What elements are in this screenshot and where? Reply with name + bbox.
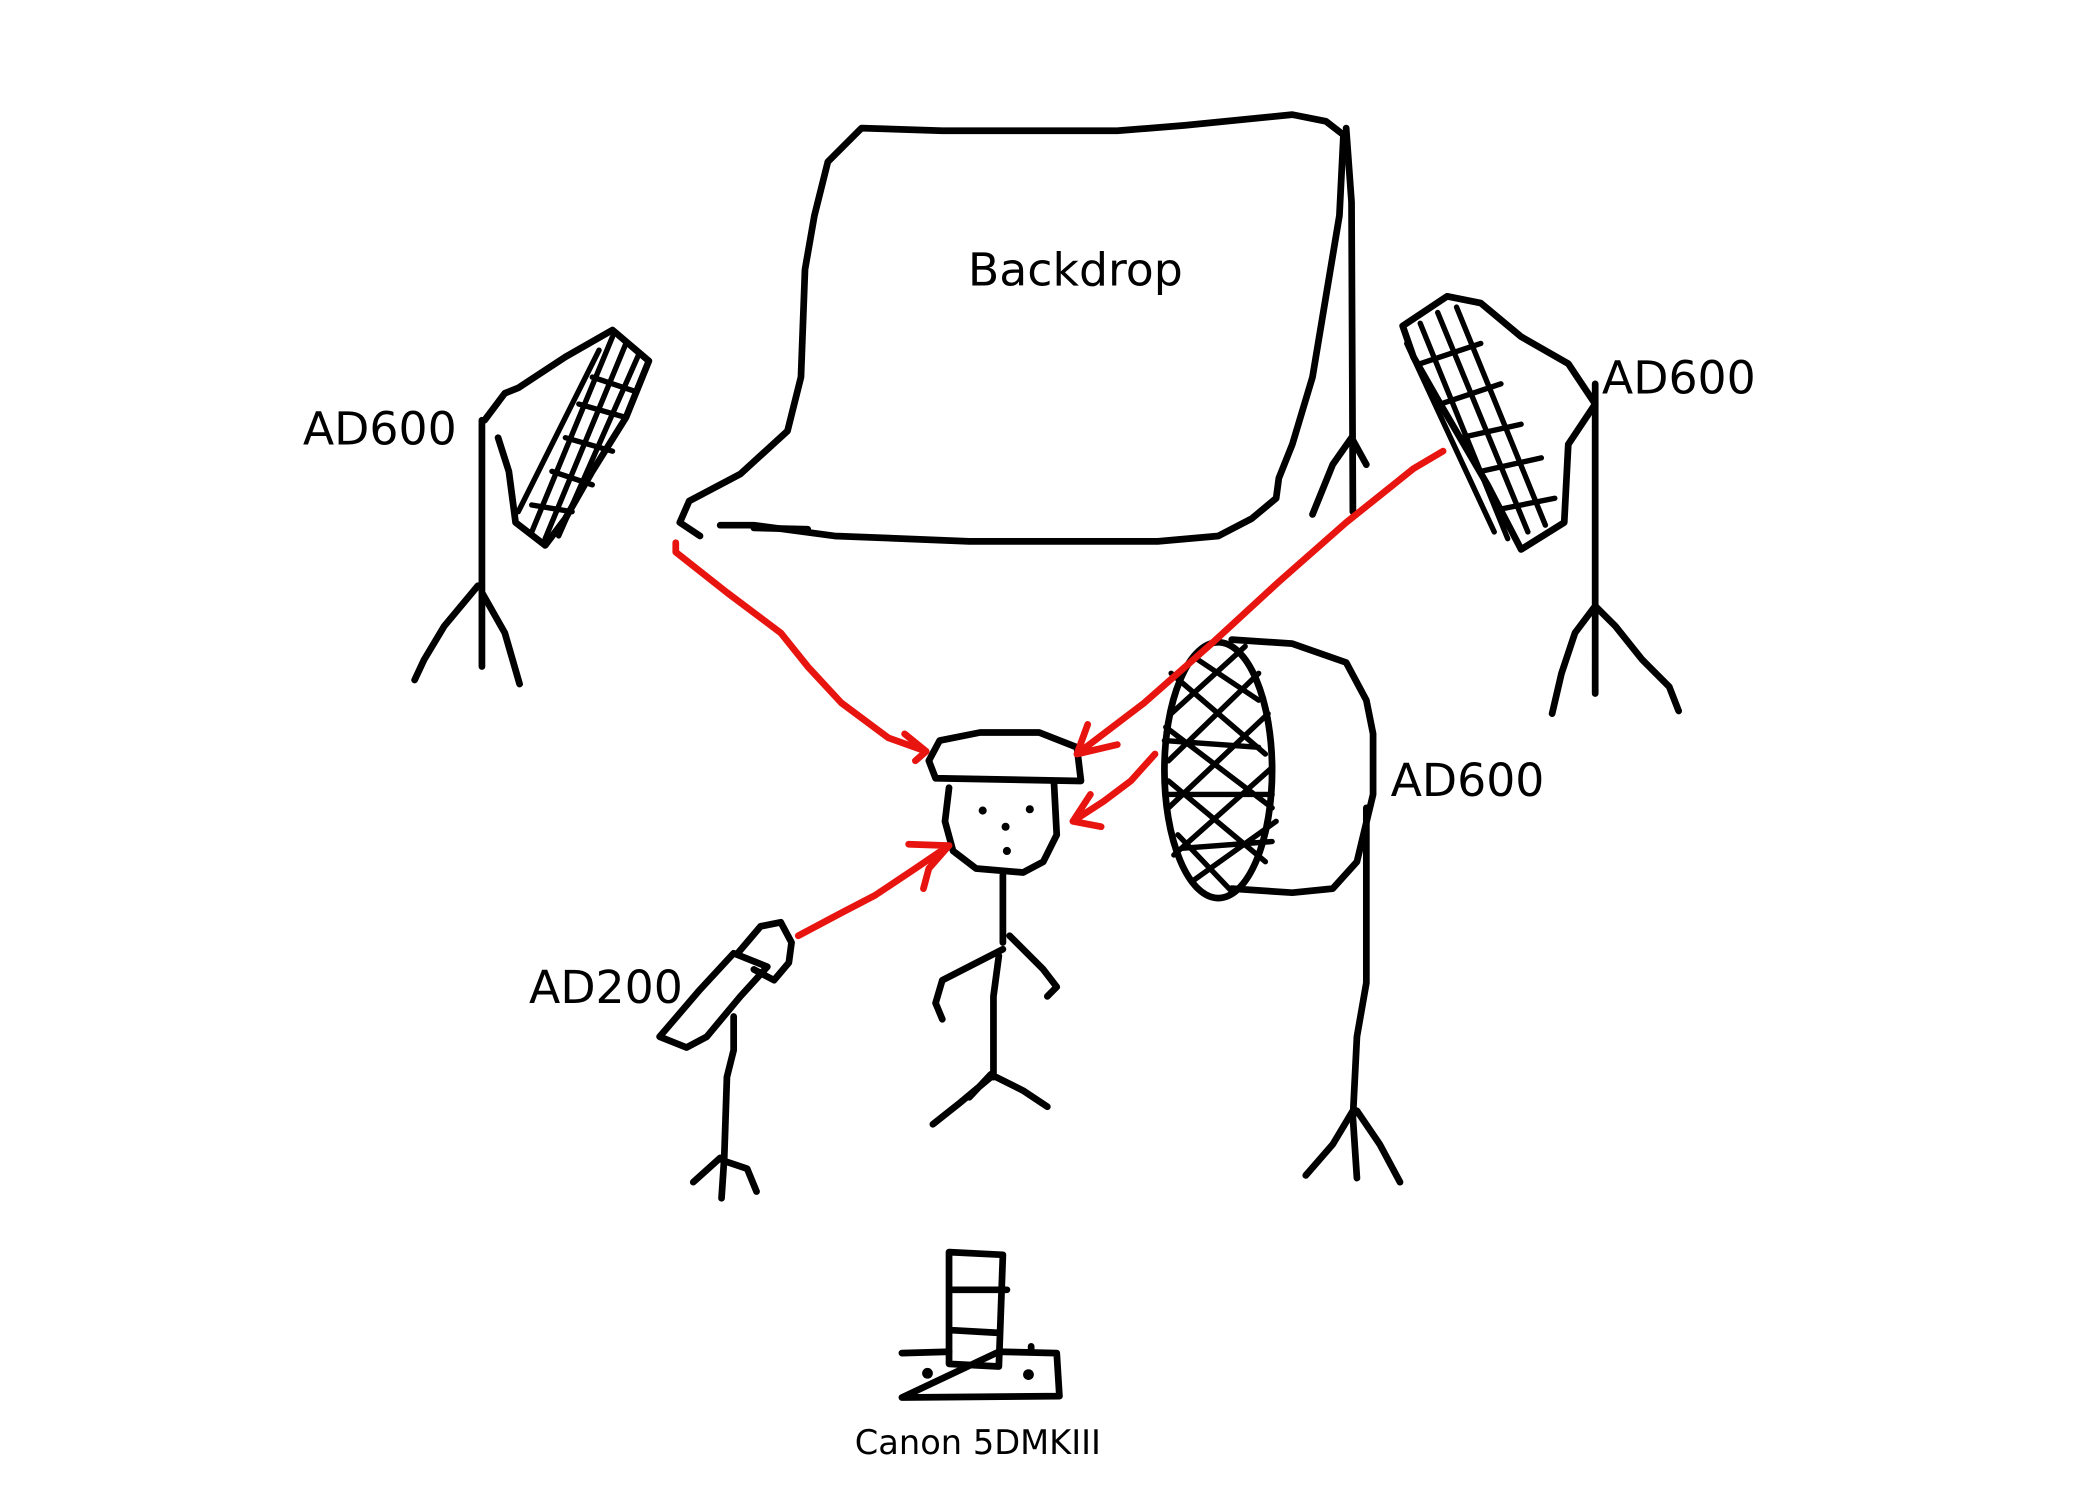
backdrop: Backdrop: [676, 111, 1370, 545]
light-front-right-label: AD600: [1391, 754, 1545, 807]
light-path-front-right: [1069, 750, 1159, 831]
light-back-right: AD600: [1399, 292, 1756, 718]
light-front-left-label: AD200: [529, 961, 683, 1014]
backdrop-label: Backdrop: [968, 244, 1183, 297]
subject-figure: [925, 729, 1085, 1128]
light-front-right: AD600: [1161, 636, 1545, 1186]
light-back-left-label: AD600: [303, 402, 457, 455]
light-path-back-right: [1073, 447, 1447, 758]
light-back-right-label: AD600: [1602, 351, 1756, 404]
light-back-left: AD600: [303, 326, 653, 688]
camera: Canon 5DMKIII: [855, 1248, 1101, 1462]
light-path-back-left: [672, 539, 930, 765]
camera-label: Canon 5DMKIII: [855, 1423, 1101, 1462]
light-path-ad200: [794, 840, 953, 940]
light-front-left: AD200: [529, 918, 795, 1202]
light-paths: [672, 447, 1447, 940]
